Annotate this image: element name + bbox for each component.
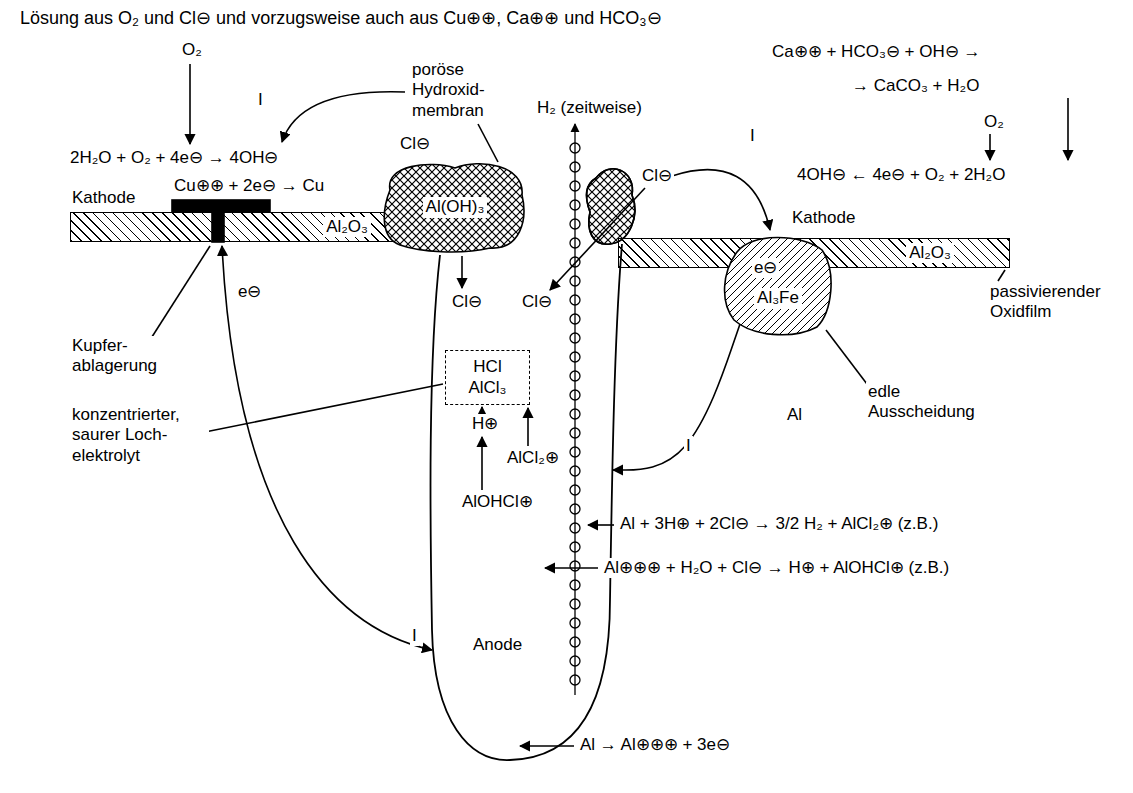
- annotation: Cu⊕⊕ + 2e⊖ → Cu: [172, 176, 326, 196]
- annotation: Cl⊖: [450, 292, 484, 312]
- annotation: Cl⊖: [398, 134, 432, 154]
- noble-precipitate-shape: [725, 238, 832, 335]
- node-text: AlCl₃: [465, 378, 509, 398]
- hydrogen-bubble: [570, 295, 580, 305]
- reaction-arrow: [588, 524, 614, 526]
- annotation: Kathode: [70, 188, 137, 208]
- annotation: e⊖: [236, 282, 263, 302]
- annotation: O₂: [982, 112, 1006, 132]
- hydrogen-bubble: [570, 276, 580, 286]
- annotation: Al → Al⊕⊕⊕ + 3e⊖: [578, 735, 732, 755]
- hydrogen-bubble: [570, 181, 580, 191]
- hydrogen-bubble: [570, 675, 580, 685]
- annotation: Al: [785, 405, 804, 425]
- oxygen-arrow: [989, 134, 991, 160]
- annotation: Kathode: [790, 208, 857, 228]
- hydrogen-bubble: [570, 314, 580, 324]
- noble-precipitate-ground: [725, 238, 832, 335]
- annotation: 2H₂O + O₂ + 4e⊖ → 4OH⊖: [68, 148, 280, 168]
- hydrogen-bubble: [570, 200, 580, 210]
- annotation: I: [410, 626, 419, 646]
- annotation: AlCl₂⊕: [505, 448, 561, 468]
- hydrogen-bubble: [570, 504, 580, 514]
- current-arrow: [222, 246, 432, 650]
- annotation: passivierender Oxidfilm: [988, 282, 1124, 323]
- hydrogen-bubble: [570, 219, 580, 229]
- annotation: edle Ausscheidung: [866, 382, 982, 423]
- node-text: HCl: [470, 357, 504, 377]
- annotation: I: [748, 126, 757, 146]
- leader-line: [205, 384, 443, 432]
- hydrogen-bubble: [570, 637, 580, 647]
- hydrogen-bubble: [570, 523, 580, 533]
- hydrogen-bubble: [570, 542, 580, 552]
- node-text: Al₂O₃: [323, 217, 371, 237]
- leader-line: [478, 124, 498, 162]
- hydrogen-bubble: [570, 162, 580, 172]
- hydroxide-membrane: Al(OH)₃: [380, 160, 530, 255]
- hydrogen-bubble: [570, 485, 580, 495]
- title: Lösung aus O₂ und Cl⊖ und vorzugsweise a…: [20, 8, 662, 30]
- node-text: Al₂O₃: [906, 243, 954, 263]
- current-connector: [613, 324, 740, 470]
- annotation: O₂: [180, 40, 204, 60]
- hydrogen-bubble: [570, 580, 580, 590]
- annotation: Kupfer- ablagerung: [70, 336, 164, 377]
- annotation: e⊖: [752, 258, 779, 278]
- noble-precipitate: Al₃Fe: [722, 232, 834, 337]
- hydrogen-bubble: [570, 257, 580, 267]
- annotation: Al⊕⊕⊕ + H₂O + Cl⊖ → H⊕ + AlOHCl⊕ (z.B.): [602, 558, 951, 578]
- corrosion-pit-shape: [430, 244, 622, 760]
- annotation: H₂ (zeitweise): [535, 98, 644, 118]
- node-text: Al₃Fe: [754, 288, 802, 308]
- reaction-arrow: [481, 407, 483, 413]
- reaction-arrow: [481, 437, 483, 490]
- current-label: I: [684, 436, 693, 456]
- reaction-arrow: [520, 745, 574, 747]
- annotation: Al + 3H⊕ + 2Cl⊖ → 3/2 H₂ + AlCl₂⊕ (z.B.): [618, 514, 940, 534]
- hydrogen-bubble: [570, 390, 580, 400]
- leader-line: [998, 270, 1005, 281]
- annotation: Ca⊕⊕ + HCO₃⊖ + OH⊖ →: [770, 42, 982, 62]
- annotation: poröse Hydroxid- membran: [410, 60, 514, 121]
- annotation: Cl⊖: [520, 292, 554, 312]
- reaction-arrow: [545, 567, 598, 569]
- noble-precipitate-outline: [722, 232, 834, 337]
- hydrogen-bubble: [570, 333, 580, 343]
- oxygen-arrow: [189, 64, 191, 144]
- pit-electrolyte-box: HClAlCl₃: [445, 350, 530, 405]
- hydrogen-bubble: [570, 656, 580, 666]
- reaction-arrow: [527, 408, 529, 446]
- leader-line: [826, 330, 870, 388]
- annotation: → CaCO₃ + H₂O: [850, 76, 981, 96]
- reaction-arrow: [1067, 98, 1069, 160]
- leader-line: [150, 246, 210, 340]
- annotation: konzentrierter, saurer Loch- elektrolyt: [70, 405, 209, 466]
- hydrogen-bubble: [570, 466, 580, 476]
- annotation: I: [256, 90, 265, 110]
- current-arrow: [282, 92, 405, 142]
- hydrogen-bubble: [570, 238, 580, 248]
- hydrogen-bubble: [570, 618, 580, 628]
- hydrogen-bubble: [570, 352, 580, 362]
- hydrogen-bubble: [570, 371, 580, 381]
- copper-deposit: [172, 200, 270, 212]
- node-text: Anode: [470, 635, 525, 654]
- hydroxide-membrane-ground: [384, 164, 524, 252]
- chloride-arrow: [461, 256, 463, 288]
- hydrogen-bubble: [570, 409, 580, 419]
- current-arrow: [672, 170, 770, 230]
- annotation: H⊕: [470, 414, 500, 434]
- annotation: AlOHCl⊕: [460, 492, 535, 512]
- hydroxide-membrane-shape: [384, 164, 524, 252]
- hydrogen-bubble: [570, 447, 580, 457]
- node-text: Al(OH)₃: [423, 197, 488, 217]
- hydrogen-bubble: [570, 599, 580, 609]
- annotation: 4OH⊖ ← 4e⊖ + O₂ + 2H₂O: [795, 165, 1007, 185]
- hydrogen-bubble: [570, 561, 580, 571]
- annotation: Cl⊖: [640, 166, 674, 186]
- hydrogen-bubble: [570, 428, 580, 438]
- hydrogen-bubble: [570, 143, 580, 153]
